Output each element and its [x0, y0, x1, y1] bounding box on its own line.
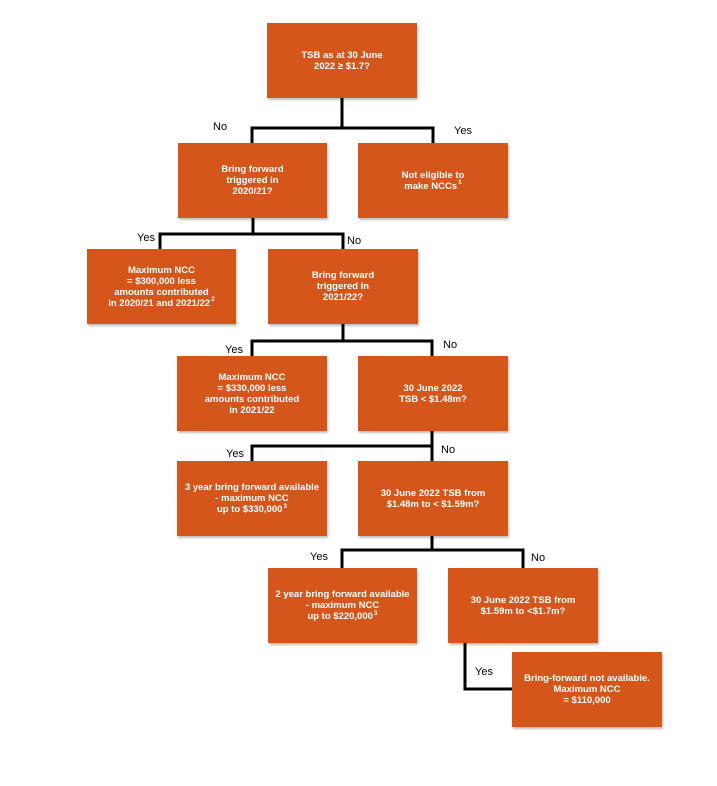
max-330-text: Maximum NCC = $330,000 less amounts cont…	[204, 371, 300, 416]
label-no-4: No	[441, 444, 456, 456]
max-300-text: Maximum NCC = $300,000 less amounts cont…	[108, 264, 211, 309]
three-year-text: 3 year bring forward available - maximum…	[184, 482, 320, 515]
label-no-5: No	[531, 552, 546, 564]
connector-tsb159-17	[463, 641, 514, 691]
label-yes-2: Yes	[137, 232, 155, 244]
tsb-148-decision: 30 June 2022 TSB < $1.48m?	[358, 356, 508, 431]
tsb-159-17-text: 30 June 2022 TSB from $1.59m to <$1.7m?	[470, 594, 576, 617]
tsb-17-decision: TSB as at 30 June 2022 ≥ $1.7?	[267, 23, 417, 98]
not-eligible-text: Not eligible to make NCCs	[401, 169, 465, 192]
two-year-footnote: 3	[373, 609, 378, 617]
label-yes-5: Yes	[310, 551, 328, 563]
tsb-148-text: 30 June 2022 TSB < $1.48m?	[399, 382, 467, 405]
max-300-box: Maximum NCC = $300,000 less amounts cont…	[87, 249, 236, 324]
not-eligible-box: Not eligible to make NCCs1	[358, 143, 508, 218]
label-no-2: No	[347, 235, 362, 247]
bring-forward-2020-text: Bring forward triggered in 2020/21?	[221, 164, 284, 197]
tsb-159-17-decision: 30 June 2022 TSB from $1.59m to <$1.7m?	[448, 568, 598, 643]
connector-tsb17	[250, 95, 435, 145]
two-year-box: 2 year bring forward available - maximum…	[268, 568, 417, 643]
bring-forward-2021-decision: Bring forward triggered in 2021/22?	[268, 249, 418, 324]
label-yes-6: Yes	[475, 666, 493, 678]
connector-bf2020	[158, 216, 345, 251]
label-yes-1: Yes	[454, 125, 472, 137]
three-year-box: 3 year bring forward available - maximum…	[177, 461, 327, 536]
bring-forward-2020-decision: Bring forward triggered in 2020/21?	[178, 143, 327, 218]
connector-tsb148	[250, 429, 434, 463]
tsb-17-text: TSB as at 30 June 2022 ≥ $1.7?	[301, 49, 383, 72]
connector-bf2021	[250, 322, 434, 358]
bring-forward-2021-text: Bring forward triggered in 2021/22?	[311, 270, 375, 303]
label-no-3: No	[443, 339, 458, 351]
label-no-1: No	[213, 121, 228, 133]
max-300-footnote: 2	[211, 296, 215, 304]
two-year-text: 2 year bring forward available - maximum…	[275, 589, 410, 622]
not-available-box: Bring-forward not available. Maximum NCC…	[512, 652, 662, 727]
max-330-box: Maximum NCC = $330,000 less amounts cont…	[177, 356, 327, 431]
label-yes-3: Yes	[225, 344, 243, 356]
label-yes-4: Yes	[226, 448, 244, 460]
not-eligible-footnote: 1	[458, 179, 462, 187]
tsb-148-159-text: 30 June 2022 TSB from $1.48m to < $1.59m…	[380, 487, 486, 510]
tsb-148-159-decision: 30 June 2022 TSB from $1.48m to < $1.59m…	[358, 461, 508, 536]
not-available-text: Bring-forward not available. Maximum NCC…	[524, 673, 650, 706]
three-year-footnote: 3	[283, 502, 288, 510]
connector-tsb148-159	[340, 534, 525, 570]
